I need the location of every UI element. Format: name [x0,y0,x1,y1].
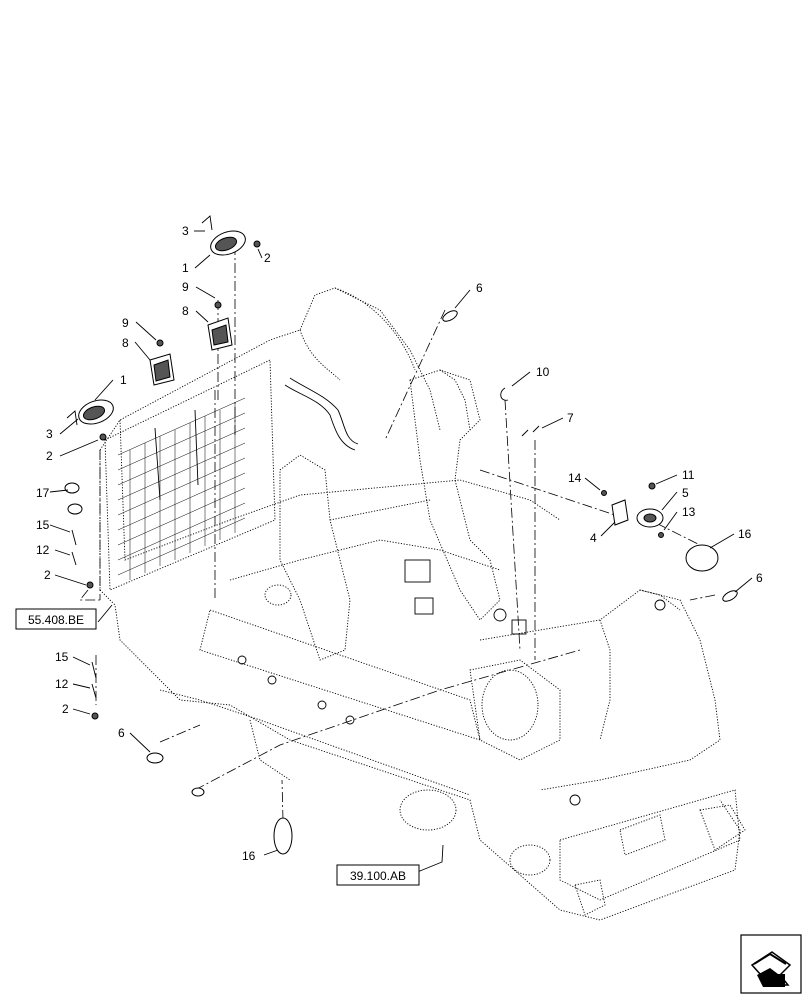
reference-box-39-100-ab[interactable]: 39.100.AB [336,864,420,886]
callout-9: 9 [182,280,189,294]
callout-15: 15 [36,518,50,532]
radiator-grille [117,397,246,580]
seal-part-16-bottom [273,817,293,855]
callout-16: 16 [738,527,752,541]
clip-part-17 [64,482,80,494]
callout-5: 5 [682,486,689,500]
fitting-part-7 [521,425,540,437]
fitting-part-13 [658,532,664,538]
callout-14: 14 [568,471,582,485]
callout-7: 7 [567,411,574,425]
nut-part-2-left [99,433,107,441]
callout-2: 2 [264,251,271,265]
bracket-part-4 [611,499,629,526]
callout-16: 16 [242,849,256,863]
fitting-part-11 [648,482,656,490]
ring-part-10 [500,387,509,401]
callout-numbers: 3 1 2 9 8 9 8 1 3 2 17 15 12 2 15 12 2 6… [36,224,763,863]
beacon-lens [643,513,657,523]
work-light-part-8-lower [149,353,175,386]
callout-12: 12 [36,543,50,557]
callout-17: 17 [36,486,50,500]
next-page-arrow-icon[interactable] [740,934,802,994]
bolt-part-3-top [201,215,213,231]
washer-part-12-15-lower [91,661,97,699]
callout-1: 1 [182,261,189,275]
seal-part-16-right [685,544,719,572]
callout-6: 6 [118,726,125,740]
washer-part-12-15-upper [71,529,77,566]
nut-part-2-lower [86,581,94,589]
callout-leaders [49,230,753,876]
nut-part-2-top [253,240,261,248]
lamp-part-1-left [78,399,114,425]
callout-13: 13 [682,505,696,519]
callout-6: 6 [756,571,763,585]
callout-8: 8 [182,304,189,318]
callout-9: 9 [122,316,129,330]
callout-2: 2 [46,449,53,463]
callout-2: 2 [62,702,69,716]
grommet-part-6-right [722,590,738,602]
lamp-part-1-top [210,230,246,256]
work-light-part-8-upper [207,317,233,351]
callout-3: 3 [46,427,53,441]
callout-12: 12 [55,677,69,691]
callout-10: 10 [536,365,550,379]
alignment-lines [79,245,716,821]
fitting-part-14 [601,490,607,496]
callout-6: 6 [476,281,483,295]
callout-15: 15 [55,650,69,664]
reference-box-55-408-be[interactable]: 55.408.BE [15,608,97,630]
grommet-part-6-bottom [146,752,164,764]
callout-4: 4 [590,531,597,545]
screw-part-9-lower [156,339,164,347]
parts [64,215,738,855]
reference-label-left[interactable]: 55.408.BE [28,613,84,627]
callout-8: 8 [122,336,129,350]
callout-1: 1 [120,373,127,387]
callout-3: 3 [182,224,189,238]
reference-label-bottom[interactable]: 39.100.AB [350,869,406,883]
callout-11: 11 [682,468,695,482]
callout-2: 2 [44,568,51,582]
screw-part-9-upper [214,301,222,309]
chassis-frame [99,287,746,921]
bolt-part-3-left [66,410,78,426]
clip-part-17-b [67,503,83,515]
grommet-part-6-top [442,310,458,322]
nut-part-2-bottom [91,712,99,720]
grommet-extra [191,787,205,797]
